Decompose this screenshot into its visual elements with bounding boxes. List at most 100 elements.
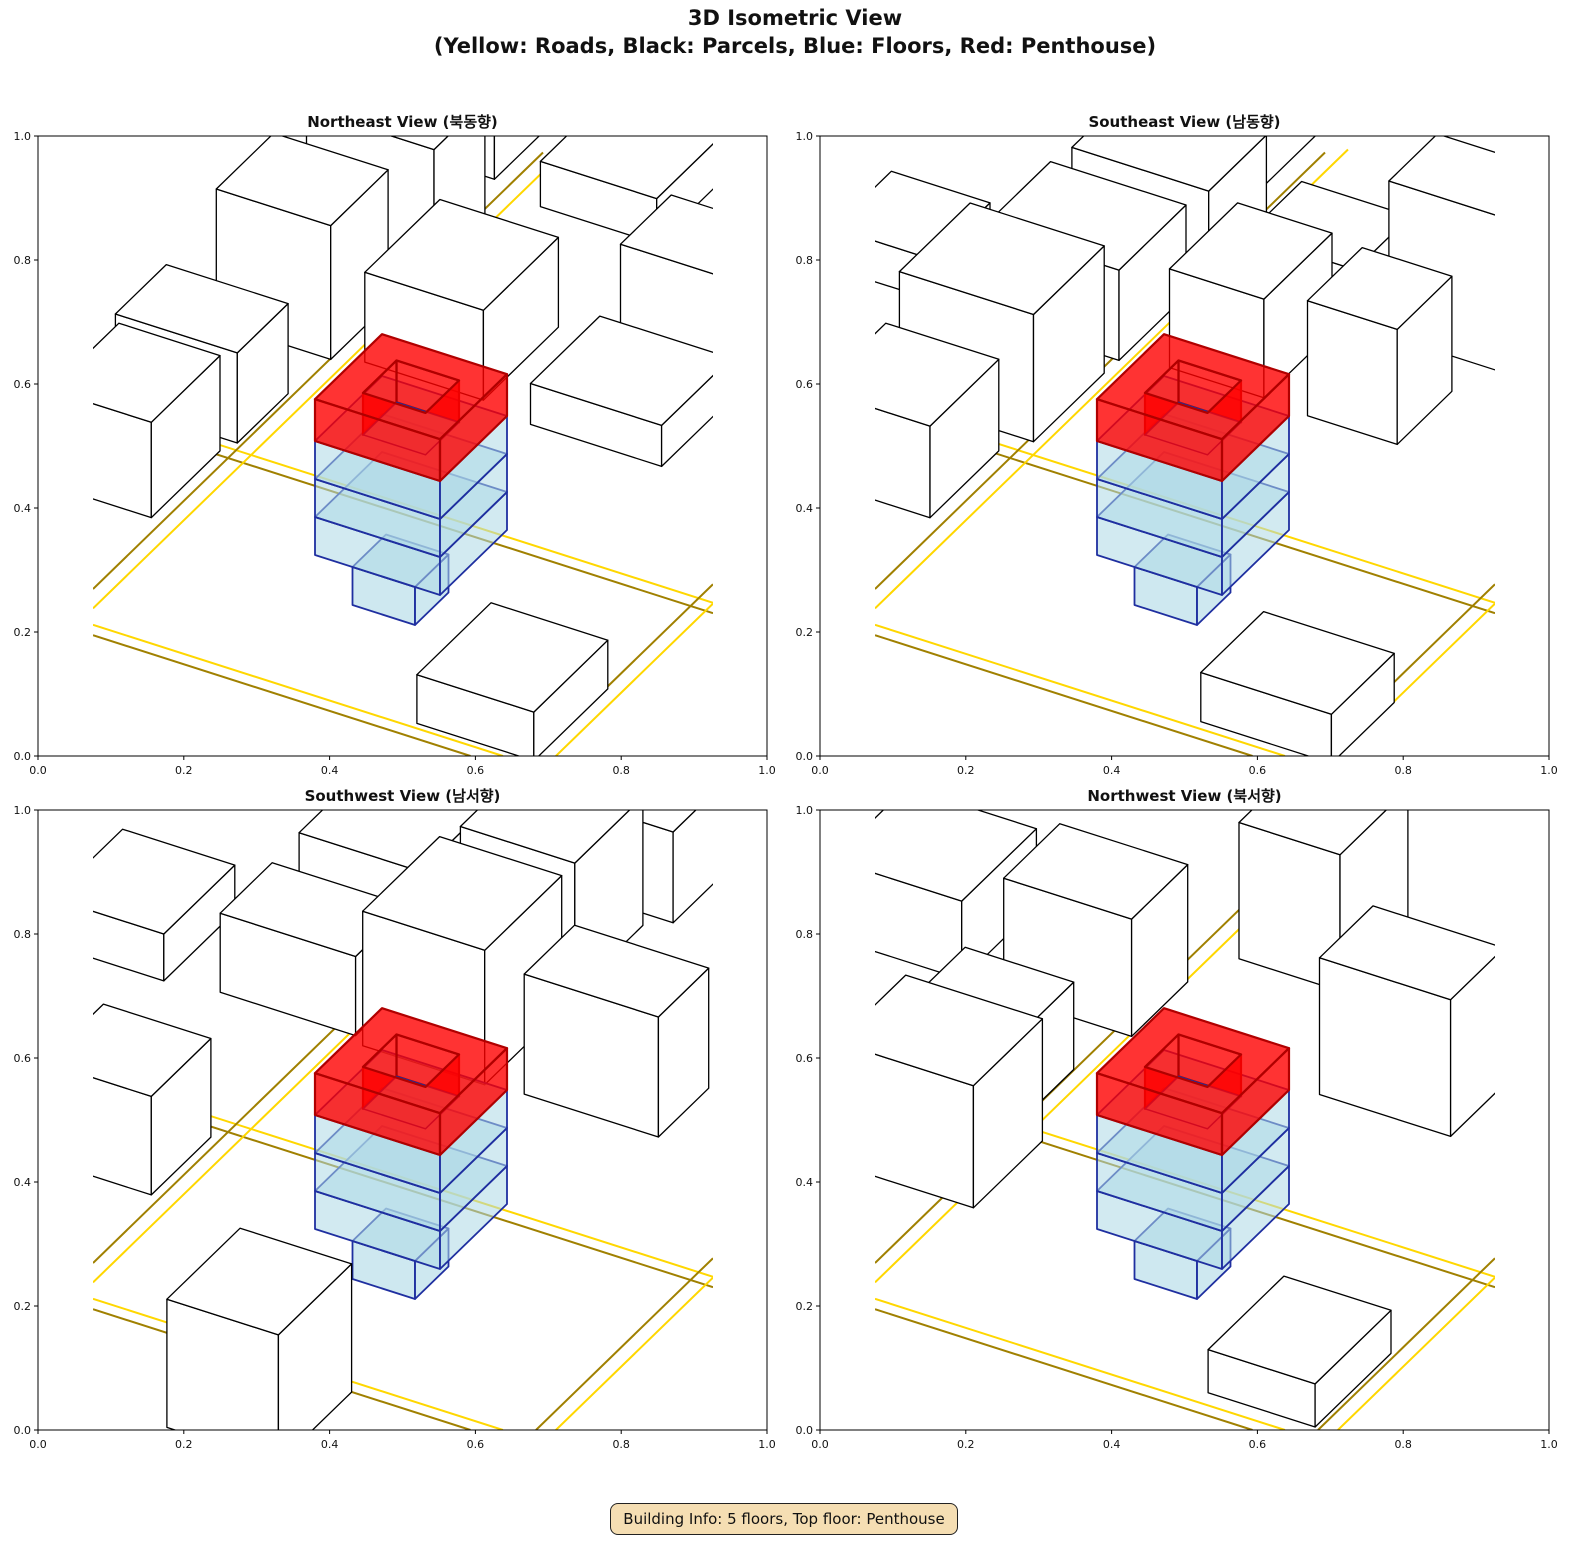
parcel-building-side-face — [493, 136, 541, 180]
penthouse — [313, 1007, 509, 1157]
y-tick-label: 1.0 — [14, 804, 32, 817]
x-tick-label: 0.6 — [467, 1438, 485, 1451]
parcel-building-side-face — [1501, 170, 1550, 372]
penthouse — [1095, 333, 1291, 483]
parcel-building — [93, 1003, 212, 1196]
road-line — [93, 634, 471, 756]
parcel-building-top-face — [898, 202, 1105, 316]
y-tick-label: 0.6 — [796, 1052, 814, 1065]
target-building — [313, 1007, 509, 1300]
x-tick-label: 0.6 — [1249, 764, 1267, 777]
parcel-building-side-face — [1449, 955, 1495, 1138]
subplot-title: Southeast View (남동향) — [1088, 113, 1280, 131]
road-line — [535, 1257, 713, 1430]
parcel-building-top-face — [298, 810, 485, 873]
parcel-building-top-face — [1207, 1275, 1392, 1385]
parcel-building-top-face — [1200, 610, 1395, 715]
parcel-building — [1306, 246, 1453, 446]
x-tick-label: 0.0 — [811, 1438, 829, 1451]
scene — [875, 810, 1495, 1430]
y-tick-label: 0.2 — [796, 626, 814, 639]
x-tick-label: 0.6 — [1249, 1438, 1267, 1451]
parcel-building — [1200, 610, 1395, 756]
target-building — [1095, 333, 1291, 626]
parcel-building — [875, 810, 1038, 980]
building-info-box: Building Info: 5 floors, Top floor: Pent… — [610, 1503, 958, 1535]
parcel-building-top-face — [875, 974, 1044, 1087]
parcel-building — [93, 322, 221, 519]
y-tick-label: 1.0 — [14, 130, 32, 143]
parcel-building-top-face — [93, 1003, 212, 1098]
y-tick-label: 0.2 — [14, 1300, 32, 1313]
subplot: Northwest View (북서향) 0.0 0.2 0.4 0.6 0.8 1.0 0.… — [796, 787, 1558, 1451]
y-tick-label: 0.0 — [796, 1424, 814, 1437]
parcel-building-top-face — [362, 835, 563, 951]
parcel-building — [875, 974, 1044, 1209]
x-tick-label: 0.8 — [612, 764, 630, 777]
penthouse-side-wall — [438, 373, 509, 483]
x-tick-label: 0.8 — [1394, 764, 1412, 777]
scene — [875, 136, 1550, 756]
parcel-building-top-face — [1238, 810, 1388, 856]
penthouse-side-wall — [438, 1047, 509, 1157]
penthouse-side-wall — [1220, 373, 1291, 483]
scene — [93, 810, 713, 1430]
axes-frame — [819, 135, 1550, 757]
y-tick-label: 0.0 — [796, 750, 814, 763]
x-tick-label: 0.4 — [321, 764, 339, 777]
axes-frame — [37, 135, 768, 757]
parcel-building-top-face — [384, 41, 542, 122]
x-tick-label: 1.0 — [1540, 1438, 1558, 1451]
y-tick-label: 0.8 — [14, 254, 32, 267]
y-tick-label: 1.0 — [796, 804, 814, 817]
parcel-building-top-face — [875, 810, 1038, 902]
parcel-building-top-face — [114, 263, 289, 354]
parcel-building-top-face — [539, 136, 713, 200]
parcel-building-top-face — [166, 1227, 353, 1336]
y-tick-label: 0.2 — [796, 1300, 814, 1313]
parcel-building-top-face — [215, 136, 389, 227]
subplot-title: Southwest View (남서향) — [305, 787, 501, 805]
x-tick-label: 0.8 — [1394, 1438, 1412, 1451]
road-line — [875, 623, 1286, 756]
x-tick-label: 0.0 — [29, 1438, 47, 1451]
y-tick-label: 0.6 — [14, 1052, 32, 1065]
y-tick-label: 0.4 — [14, 502, 32, 515]
penthouse — [313, 333, 509, 483]
parcel-building-top-face — [93, 828, 236, 935]
parcel-building — [529, 315, 713, 468]
penthouse — [1095, 1007, 1291, 1157]
parcel-building-top-face — [1388, 136, 1495, 216]
parcel-building — [875, 322, 1000, 519]
y-tick-label: 0.8 — [796, 254, 814, 267]
x-tick-label: 0.0 — [811, 764, 829, 777]
parcel-building — [1318, 905, 1495, 1138]
parcel-building — [166, 1227, 353, 1430]
x-tick-label: 1.0 — [758, 764, 776, 777]
parcel-building-top-face — [619, 194, 713, 275]
parcel-building-side-face — [718, 226, 769, 365]
target-building — [1095, 1007, 1291, 1300]
parcel-building-top-face — [875, 170, 991, 260]
penthouse-side-wall — [1220, 1047, 1291, 1157]
parcel-building-top-face — [364, 198, 560, 311]
y-tick-label: 0.0 — [14, 1424, 32, 1437]
road-line — [1337, 1276, 1495, 1430]
road-line — [875, 1308, 1253, 1430]
y-tick-label: 0.4 — [796, 1176, 814, 1189]
x-tick-label: 0.2 — [957, 1438, 975, 1451]
y-tick-label: 0.2 — [14, 626, 32, 639]
figure-subtitle: (Yellow: Roads, Black: Parcels, Blue: Fl… — [433, 34, 1157, 58]
subplot-title: Northwest View (북서향) — [1087, 787, 1281, 805]
parcel-building-side-face — [660, 374, 713, 468]
axes-frame — [37, 809, 768, 1431]
y-tick-label: 0.4 — [14, 1176, 32, 1189]
parcel-building — [523, 924, 710, 1138]
x-tick-label: 0.4 — [321, 1438, 339, 1451]
parcel-building — [1207, 1275, 1392, 1428]
parcel-building-top-face — [529, 315, 713, 427]
parcel-building-top-face — [93, 322, 221, 423]
